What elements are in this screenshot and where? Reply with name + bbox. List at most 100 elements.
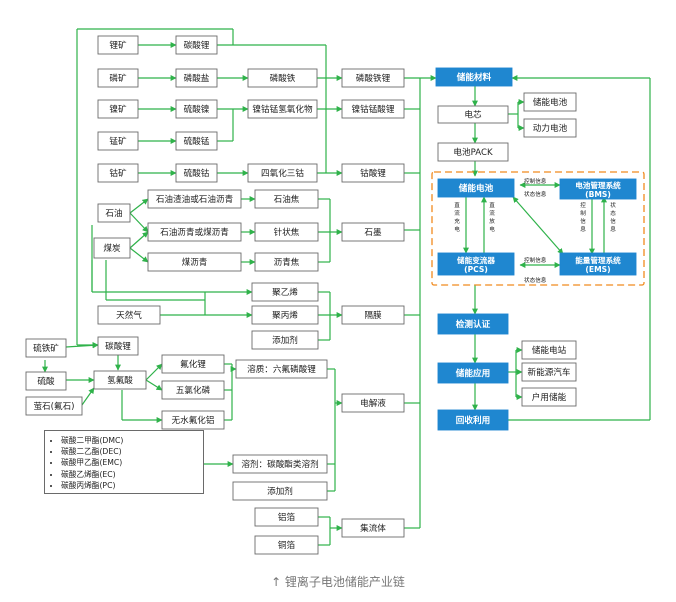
node-tong-bo: 铜箔 xyxy=(254,535,319,555)
node-hu-yong-chu-neng: 户用储能 xyxy=(521,387,577,407)
node-label: 碳酸锂 xyxy=(184,39,210,51)
node-label: 新能源汽车 xyxy=(528,366,571,378)
solvent-list: 碳酸二甲酯(DMC)碳酸二乙酯(DEC)碳酸甲乙酯(EMC)碳酸乙烯酯(EC)碳… xyxy=(44,430,204,494)
node-tian-jia-ji2: 添加剂 xyxy=(232,481,328,501)
node-label: 石墨 xyxy=(364,227,382,238)
node-dong-li-dian-chi: 动力电池 xyxy=(523,118,577,138)
vertical-label-char: 息 xyxy=(610,225,616,233)
node-ncm-oxide: 镍钴锰氢氧化物 xyxy=(247,99,318,119)
vertical-label-char: 控 xyxy=(580,201,586,209)
node-label: 储能电池 xyxy=(533,96,568,108)
node-boxes: 锂矿磷矿镍矿锰矿钴矿碳酸锂磷酸盐硫酸镍硫酸锰硫酸钴磷酸铁镍钴锰氢氧化物四氧化三钴… xyxy=(25,35,637,555)
node-shi-you: 石油 xyxy=(97,203,131,223)
node-label: (EMS) xyxy=(585,265,610,274)
label-status-info-bottom: 状态信息 xyxy=(524,276,547,284)
node-liu-tie-kuang: 硫铁矿 xyxy=(25,338,67,358)
node-si-yang-hua-san-gu: 四氧化三钴 xyxy=(247,163,318,183)
node-pitch3: 煤沥青 xyxy=(147,252,242,272)
solvent-item: 碳酸甲乙酯(EMC) xyxy=(61,457,203,468)
node-solvent: 溶剂：碳酸酯类溶剂 xyxy=(232,454,328,474)
node-label: 锂矿 xyxy=(109,39,127,51)
node-label: 铜箔 xyxy=(278,539,296,551)
node-shi-you-jiao: 石油焦 xyxy=(254,189,319,209)
vertical-label-char: 态 xyxy=(610,209,616,217)
vertical-label-char: 制 xyxy=(580,209,586,217)
node-bms: 电池管理系统(BMS) xyxy=(559,178,637,200)
node-ge-mo: 隔膜 xyxy=(341,305,405,325)
node-label: 检测认证 xyxy=(456,318,491,330)
node-label: 磷酸铁 xyxy=(270,72,296,84)
node-pitch1: 石油渣油或石油沥青 xyxy=(147,189,242,209)
node-label: 石油沥青或煤沥青 xyxy=(160,226,229,238)
node-lin-kuang: 磷矿 xyxy=(97,68,139,88)
node-chu-neng-ying-yong: 储能应用 xyxy=(437,362,509,384)
node-label: 石油焦 xyxy=(274,193,300,205)
node-lv-bo: 铝箔 xyxy=(254,507,319,527)
node-ncm-li: 镍钴锰酸锂 xyxy=(341,99,405,119)
node-fu-hua-li: 氟化锂 xyxy=(161,354,225,374)
node-liu-suan-nie: 硫酸镍 xyxy=(175,99,218,119)
vertical-label-char: 充 xyxy=(454,217,460,225)
node-label: 石油渣油或石油沥青 xyxy=(156,193,234,205)
node-lin-suan-yan: 磷酸盐 xyxy=(175,68,218,88)
node-dian-xin: 电芯 xyxy=(437,105,509,124)
node-gu-kuang: 钴矿 xyxy=(97,163,139,183)
node-label: 聚乙烯 xyxy=(272,286,298,298)
node-label: 聚丙烯 xyxy=(272,309,298,321)
node-label: 钴酸锂 xyxy=(360,167,386,179)
node-nie-kuang: 镍矿 xyxy=(97,99,139,119)
vertical-label-char: 放 xyxy=(489,217,495,225)
node-ju-bing-xi: 聚丙烯 xyxy=(251,305,319,325)
node-label: 沥青焦 xyxy=(274,256,300,268)
node-ju-yi-xi: 聚乙烯 xyxy=(251,282,319,302)
node-label: 添加剂 xyxy=(267,485,293,497)
node-label: 硫铁矿 xyxy=(33,342,59,354)
node-label: 石油 xyxy=(105,207,122,219)
diagram-caption: ↑ 锂离子电池储能产业链 xyxy=(271,575,405,589)
node-chu-neng-dian-chi-a: 储能电池 xyxy=(523,92,577,112)
node-label: 回收利用 xyxy=(456,414,490,426)
node-label: (PCS) xyxy=(464,265,488,274)
node-label: 锰矿 xyxy=(109,135,127,147)
label-status-info-top: 状态信息 xyxy=(524,190,547,198)
node-label: 磷酸盐 xyxy=(184,72,210,84)
node-label: 磷酸铁锂 xyxy=(356,72,391,84)
node-label: 添加剂 xyxy=(272,334,298,346)
node-li-kuang: 锂矿 xyxy=(97,35,139,55)
label-control-info-bottom: 控制信息 xyxy=(524,256,547,264)
node-liu-suan-meng: 硫酸锰 xyxy=(175,131,218,151)
node-label: 磷矿 xyxy=(109,72,127,84)
node-tan-suan-li2: 碳酸锂 xyxy=(97,336,139,356)
node-dian-chi-pack: 电池PACK xyxy=(437,142,509,162)
node-label: 氟化锂 xyxy=(180,358,206,370)
node-label: 镍矿 xyxy=(109,103,127,115)
node-label: 储能应用 xyxy=(456,367,490,379)
node-label: 天然气 xyxy=(116,309,142,321)
node-qing-fu-suan: 氢氟酸 xyxy=(93,370,147,390)
node-label: 四氧化三钴 xyxy=(261,167,304,179)
node-label: 储能变流器 xyxy=(457,255,495,265)
node-label: (BMS) xyxy=(585,190,611,199)
vertical-label-char: 直 xyxy=(454,201,460,209)
vertical-label-char: 信 xyxy=(610,217,616,225)
node-shi-mo: 石墨 xyxy=(341,222,405,242)
node-label: 硫酸 xyxy=(37,375,55,387)
node-label: 储能电池 xyxy=(459,182,494,194)
node-pitch2: 石油沥青或煤沥青 xyxy=(147,222,242,242)
node-jian-ce-ren-zheng: 检测认证 xyxy=(437,313,509,335)
node-ems: 能量管理系统(EMS) xyxy=(559,252,637,276)
energy-storage-system-frame xyxy=(431,171,645,286)
node-tian-jia-ji1: 添加剂 xyxy=(251,330,319,350)
node-label: 硫酸钴 xyxy=(184,167,210,179)
node-label: 储能材料 xyxy=(457,71,492,83)
node-label: 隔膜 xyxy=(364,310,382,321)
node-label: 储能电站 xyxy=(532,344,567,356)
node-solute: 溶质：六氟磷酸锂 xyxy=(235,359,328,379)
node-label: 溶质：六氟磷酸锂 xyxy=(247,363,316,375)
node-tan-suan-li: 碳酸锂 xyxy=(175,35,218,55)
node-label: 能量管理系统 xyxy=(575,255,621,265)
vertical-label-char: 电 xyxy=(489,225,495,233)
vertical-label-char: 息 xyxy=(580,225,586,233)
node-chu-neng-cai-liao: 储能材料 xyxy=(435,67,513,87)
